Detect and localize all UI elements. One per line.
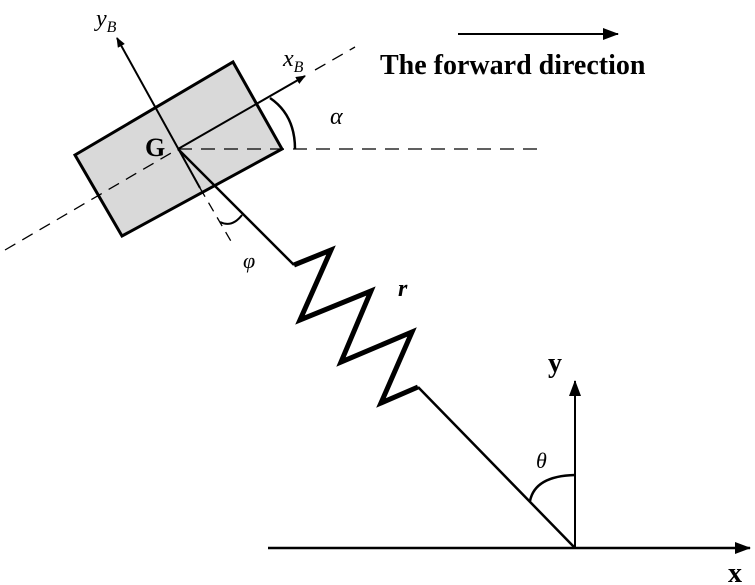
- ground-y-axis-label: y: [548, 348, 562, 379]
- rod-lower: [417, 386, 576, 549]
- alpha-label: α: [330, 104, 343, 130]
- phi-angle-arc: [219, 214, 243, 225]
- body-x-axis-label: xB: [282, 46, 304, 76]
- theta-angle-arc: [528, 473, 576, 502]
- center-of-gravity-label: G: [145, 133, 165, 162]
- forward-direction-label: The forward direction: [380, 50, 646, 81]
- body-x-axis-dashed: [4, 148, 179, 251]
- phi-label: φ: [243, 248, 255, 273]
- body-y-axis-arrow: [116, 37, 201, 189]
- theta-label: θ: [536, 448, 547, 473]
- body-y-axis-dashed: [199, 187, 233, 244]
- body-x-axis-dashed-ext: [314, 46, 356, 71]
- spring-length-label: r: [398, 276, 408, 302]
- body-x-axis-arrow: [177, 75, 306, 150]
- alpha-angle-arc: [269, 96, 297, 150]
- spring: [293, 245, 419, 408]
- ground-x-axis-label: x: [728, 558, 742, 585]
- body-y-axis-label: yB: [94, 6, 117, 36]
- rod-upper: [177, 148, 295, 266]
